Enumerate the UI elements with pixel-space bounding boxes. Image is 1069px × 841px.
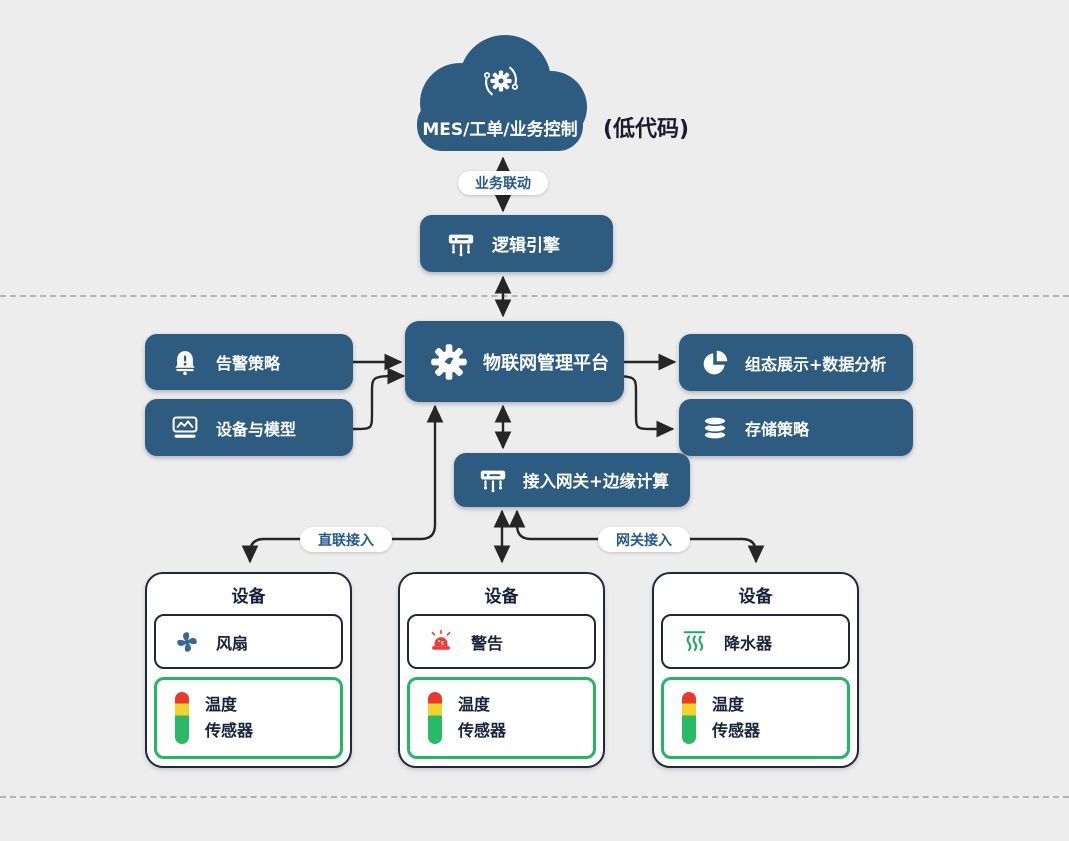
- device-card-fan: 设备 风扇 温度 传感器: [145, 572, 352, 768]
- label-gateway-access: 网关接入: [598, 527, 690, 552]
- gateway-icon: [448, 234, 474, 256]
- device-actuator-fan: 风扇: [154, 614, 343, 669]
- node-label: 物联网管理平台: [483, 352, 609, 374]
- steam-waves-icon: [683, 631, 706, 651]
- device-card-sprinkler: 设备 降水器 温度 传感器: [652, 572, 859, 768]
- pie-chart-icon: [703, 350, 728, 374]
- label-business-link: 业务联动: [458, 171, 548, 195]
- automation-gear-icon: [484, 66, 518, 96]
- node-alert-policy: 告警策略: [145, 334, 353, 390]
- node-iot-platform: 物联网管理平台: [405, 321, 624, 402]
- cloud-label: MES/工单/业务控制: [422, 120, 578, 140]
- node-label: 设备与模型: [216, 419, 297, 439]
- node-storage-policy: 存储策略: [679, 399, 913, 456]
- sensor-label-line2: 传感器: [712, 721, 761, 740]
- device-title: 设备: [231, 586, 266, 607]
- device-sensor-temperature: 温度 传感器: [407, 677, 596, 759]
- node-label: 组态展示+数据分析: [745, 354, 887, 374]
- device-sensor-temperature: 温度 传感器: [661, 677, 850, 759]
- device-model-icon: [172, 415, 198, 438]
- device-actuator-alarm: °c 警告: [407, 614, 596, 669]
- node-logic-engine: 逻辑引擎: [420, 215, 613, 272]
- bottom-dashed-separator: [0, 796, 1069, 798]
- node-label: 逻辑引擎: [492, 236, 560, 256]
- temperature-level-icon: [428, 692, 442, 744]
- actuator-label: 降水器: [724, 633, 773, 653]
- gateway-icon: [480, 470, 506, 493]
- fan-icon: [177, 631, 197, 652]
- sensor-label-line2: 传感器: [458, 721, 507, 740]
- device-sensor-temperature: 温度 传感器: [154, 677, 343, 759]
- node-device-model: 设备与模型: [145, 399, 353, 456]
- device-card-alarm: 设备 °c 警告 温度 传感器: [398, 572, 605, 768]
- node-label: 告警策略: [216, 354, 281, 373]
- sensor-label-line1: 温度: [712, 694, 745, 714]
- siren-icon: °c: [431, 629, 451, 650]
- temperature-level-icon: [175, 692, 189, 744]
- alarm-bell-icon: [175, 351, 195, 376]
- device-title: 设备: [738, 586, 773, 607]
- node-edge-gateway: 接入网关+边缘计算: [454, 453, 690, 507]
- low-code-note: (低代码): [603, 117, 690, 142]
- database-icon: [703, 415, 727, 440]
- label-direct-access: 直联接入: [300, 527, 392, 552]
- sensor-label-line2: 传感器: [205, 721, 254, 740]
- node-hmi-analytics: 组态展示+数据分析: [679, 334, 913, 391]
- iot-gear-icon: [431, 343, 467, 380]
- device-actuator-sprinkler: 降水器: [661, 614, 850, 669]
- node-label: 存储策略: [745, 419, 810, 439]
- actuator-label: 警告: [471, 633, 504, 653]
- node-label: 接入网关+边缘计算: [523, 472, 669, 491]
- actuator-label: 风扇: [216, 633, 249, 653]
- temperature-level-icon: [682, 692, 696, 744]
- sensor-label-line1: 温度: [458, 694, 491, 714]
- siren-icon-text: °c: [438, 638, 445, 646]
- device-title: 设备: [484, 586, 519, 607]
- top-dashed-separator: [0, 295, 1069, 297]
- sensor-label-line1: 温度: [205, 694, 238, 714]
